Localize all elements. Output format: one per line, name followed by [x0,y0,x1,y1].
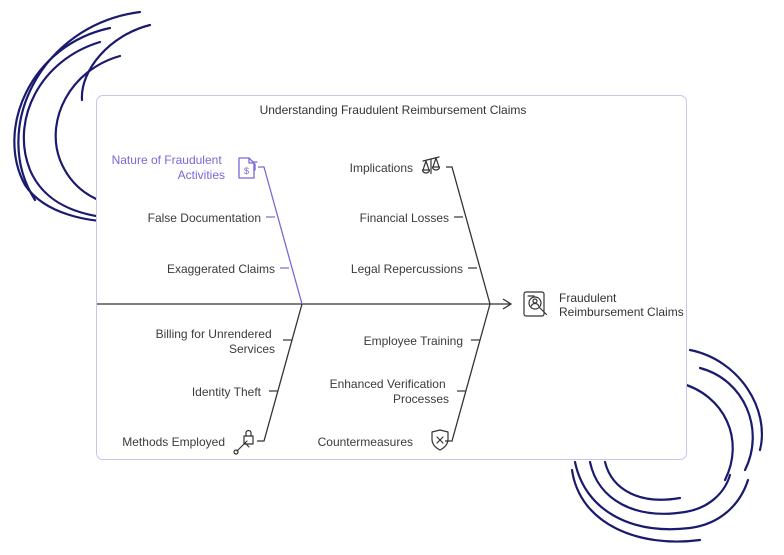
cause-label: Financial Losses [360,211,449,225]
cause-label-line: Services [229,342,275,356]
category-label-line: Activities [178,168,225,182]
category-label-line: Methods Employed [122,435,225,449]
diagram-card: Understanding Fraudulent Reimbursement C… [96,95,687,460]
effect-label-line: Fraudulent [559,291,617,305]
bone-methods-employed [257,303,303,442]
category-label-line: Nature of Fraudulent [112,153,223,167]
cause-label: Enhanced Verification Processes [330,377,449,406]
cause-label-line: Exaggerated Claims [167,262,275,276]
category-label-methods: Methods Employed [122,435,225,449]
category-label-countermeasures: Countermeasures [318,435,413,449]
forgery-pen-icon [233,429,254,455]
cause-label: Employee Training [364,334,463,348]
scales-icon [421,156,441,175]
cause-label-line: Billing for Unrendered [156,327,272,341]
category-label-implications: Implications [350,161,413,175]
cause-label-line: Identity Theft [192,385,262,399]
cause-label-line: Legal Repercussions [351,262,463,276]
cause-label: False Documentation [148,211,261,225]
cause-label: Identity Theft [192,385,262,399]
fishbone-diagram: Understanding Fraudulent Reimbursement C… [97,103,684,455]
category-label-nature: Nature of Fraudulent Activities [112,153,225,182]
svg-text:$: $ [244,166,249,176]
cause-label-line: Enhanced Verification [330,377,446,391]
effect-label: Fraudulent Reimbursement Claims [559,291,684,319]
spine-arrowhead [502,298,513,310]
bone-implications [446,166,491,305]
cause-label-line: Financial Losses [360,211,449,225]
category-label-line: Implications [350,161,413,175]
cause-label-line: False Documentation [148,211,261,225]
cause-label-line: Employee Training [364,334,463,348]
shield-icon [431,429,449,451]
investigation-icon [523,291,548,317]
bone-countermeasures [445,303,491,442]
effect-label-line: Reimbursement Claims [559,305,684,319]
cause-label: Legal Repercussions [351,262,463,276]
cause-label: Billing for Unrendered Services [156,327,275,356]
cause-label-line: Processes [393,392,449,406]
cause-label: Exaggerated Claims [167,262,275,276]
dollar-document-icon: $ [238,157,258,179]
diagram-title: Understanding Fraudulent Reimbursement C… [260,103,527,117]
category-label-line: Countermeasures [318,435,413,449]
bone-nature-of-fraudulent-activities [258,166,303,305]
